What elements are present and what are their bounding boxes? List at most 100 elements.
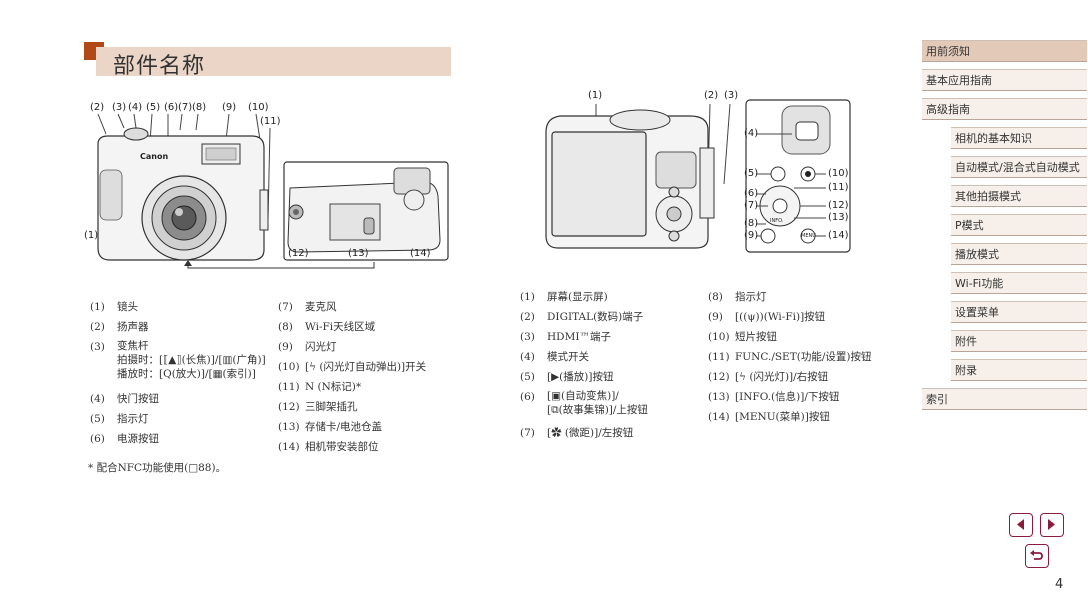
- back-camera-drawing: [545, 99, 851, 253]
- list-item: (1) 镜头: [90, 299, 270, 319]
- list-item: (5)指示灯: [90, 411, 270, 431]
- item-text: 相机带安装部位: [305, 441, 379, 453]
- item-text: HDMI™端子: [547, 331, 611, 343]
- item-text: 快门按钮: [117, 393, 159, 405]
- prev-page-button[interactable]: [1009, 513, 1033, 537]
- item-subtext: 拍摄时：[⟦▲⟧(长焦)]/[▥(广角)]: [117, 354, 266, 366]
- nav-item-auto-mode[interactable]: 自动模式/混合式自动模式: [951, 156, 1087, 178]
- item-number: (13): [278, 421, 300, 433]
- item-text: [INFO.(信息)]/下按钮: [735, 391, 840, 403]
- item-number: (14): [278, 441, 300, 453]
- callout-label: (9): [222, 102, 237, 113]
- item-number: (10): [278, 361, 300, 373]
- item-number: (9): [278, 341, 293, 353]
- nav-item-p-mode[interactable]: P模式: [951, 214, 1087, 236]
- item-subtext: 播放时：[Q(放大)]/[▦(索引)]: [117, 368, 256, 380]
- callout-label: (12): [828, 200, 849, 211]
- list-item: (5)[▶(播放)]按钮: [520, 369, 700, 389]
- nav-item-setup-menu[interactable]: 设置菜单: [951, 301, 1087, 323]
- callout-label: (13): [828, 212, 849, 223]
- list-item: (11)FUNC./SET(功能/设置)按钮: [708, 349, 908, 369]
- list-item: (6) [▣(自动变焦)]/ [⧉(故事集锦)]/上按钮: [520, 389, 700, 425]
- callout-label: (2): [90, 102, 105, 113]
- nav-item-basic-guide[interactable]: 基本应用指南: [922, 69, 1087, 91]
- item-number: (3): [520, 331, 535, 343]
- callout-label: (4): [128, 102, 143, 113]
- item-text: 闪光灯: [305, 341, 337, 353]
- callout-label: (12): [288, 248, 309, 259]
- next-page-button[interactable]: [1040, 513, 1064, 537]
- callout-label: (1): [84, 230, 99, 241]
- item-number: (1): [90, 301, 105, 313]
- info-button-label: INFO.: [770, 218, 784, 224]
- callout-label: (9): [744, 230, 759, 241]
- list-item: (9) 闪光灯: [278, 339, 478, 359]
- page-number: 4: [1055, 577, 1064, 592]
- item-text: 变焦杆: [117, 340, 149, 352]
- list-item: (7)麦克风: [278, 299, 478, 319]
- item-number: (7): [520, 427, 535, 439]
- callout-label: (5): [146, 102, 161, 113]
- front-camera-drawing: [97, 113, 449, 269]
- item-text: Wi-Fi天线区域: [305, 321, 376, 333]
- item-number: (5): [520, 371, 535, 383]
- callout-label: (6): [744, 188, 759, 199]
- item-text: FUNC./SET(功能/设置)按钮: [735, 351, 872, 363]
- list-item: (6) 电源按钮: [90, 431, 270, 451]
- list-item: (14) 相机带安装部位: [278, 439, 478, 459]
- nav-item-before-use[interactable]: 用前须知: [922, 40, 1087, 62]
- callout-label: (6): [164, 102, 179, 113]
- item-number: (9): [708, 311, 723, 323]
- item-text: [ϟ (闪光灯自动弹出)]开关: [305, 361, 427, 373]
- item-number: (8): [278, 321, 293, 333]
- item-number: (6): [90, 433, 105, 445]
- callout-label: (11): [828, 182, 849, 193]
- nav-item-camera-basics[interactable]: 相机的基本知识: [951, 127, 1087, 149]
- item-number: (4): [90, 393, 105, 405]
- item-text: 三脚架插孔: [305, 401, 358, 413]
- back-parts-list-1: (1) 屏幕(显示屏) (2) DIGITAL(数码)端子 (3) HDMI™端子 (…: [520, 289, 700, 445]
- list-item: (2)扬声器: [90, 319, 270, 339]
- item-number: (1): [520, 291, 535, 303]
- callout-label: (4): [744, 128, 759, 139]
- callout-label: (10): [828, 168, 849, 179]
- menu-button-label: MENU: [801, 233, 816, 239]
- list-item: (3) HDMI™端子: [520, 329, 700, 349]
- item-text: N (N标记)*: [305, 381, 362, 393]
- list-item: (14)[MENU(菜单)]按钮: [708, 409, 908, 429]
- item-text: 扬声器: [117, 321, 149, 333]
- nav-item-playback[interactable]: 播放模式: [951, 243, 1087, 265]
- nav-item-other-modes[interactable]: 其他拍摄模式: [951, 185, 1087, 207]
- nav-item-appendix[interactable]: 附录: [951, 359, 1087, 381]
- item-text: 屏幕(显示屏): [547, 291, 608, 303]
- item-text-group: 变焦杆 拍摄时：[⟦▲⟧(长焦)]/[▥(广角)] 播放时：[Q(放大)]/[▦…: [117, 339, 266, 381]
- callout-label: (11): [260, 116, 281, 127]
- item-number: (2): [520, 311, 535, 323]
- list-item: (10) [ϟ (闪光灯自动弹出)]开关: [278, 359, 478, 379]
- nav-item-advanced-guide[interactable]: 高级指南: [922, 98, 1087, 120]
- item-text: DIGITAL(数码)端子: [547, 311, 644, 323]
- nav-item-wifi[interactable]: Wi-Fi功能: [951, 272, 1087, 294]
- callout-label: (7): [744, 200, 759, 211]
- callout-label: (8): [744, 218, 759, 229]
- return-button[interactable]: [1025, 544, 1049, 568]
- item-number: (13): [708, 391, 730, 403]
- back-parts-list-2: (8)指示灯 (9)[((ψ))(Wi-Fi)]按钮 (10)短片按钮 (11)…: [708, 289, 908, 429]
- callout-label: (3): [724, 90, 739, 101]
- list-item: (10)短片按钮: [708, 329, 908, 349]
- callout-label: (1): [588, 90, 603, 101]
- list-item: (7)[✿ (微距)]/左按钮: [520, 425, 700, 445]
- list-item: (8) Wi-Fi天线区域: [278, 319, 478, 339]
- nav-item-index[interactable]: 索引: [922, 388, 1087, 410]
- item-text: 短片按钮: [735, 331, 777, 343]
- callout-label: (3): [112, 102, 127, 113]
- front-camera-figure: (2) (3) (4) (5) (6) (7) (8) (9) (10) (11…: [84, 100, 454, 280]
- nav-item-accessories[interactable]: 附件: [951, 330, 1087, 352]
- item-text: 电源按钮: [117, 433, 159, 445]
- item-number: (4): [520, 351, 535, 363]
- item-text: 镜头: [117, 301, 138, 313]
- list-item: (1) 屏幕(显示屏): [520, 289, 700, 309]
- item-number: (11): [278, 381, 300, 393]
- return-icon: [1030, 550, 1043, 560]
- item-number: (12): [278, 401, 300, 413]
